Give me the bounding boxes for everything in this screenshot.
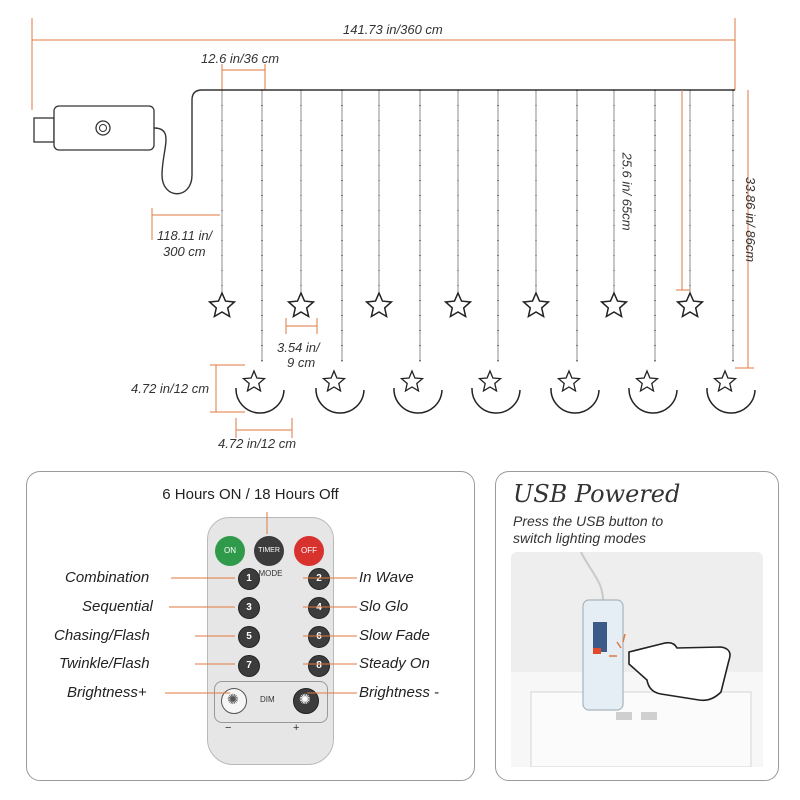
star-light-5	[521, 291, 551, 319]
short-drop-dimension	[676, 90, 690, 291]
usb-panel: USB Powered Press the USB button to swit…	[495, 471, 779, 781]
sun-icon: ✺	[227, 691, 239, 707]
mode-6-label: Slow Fade	[359, 627, 430, 644]
star-light-1	[207, 291, 237, 319]
spacing-label: 12.6 in/36 cm	[201, 51, 280, 66]
moon-star-3	[399, 369, 425, 393]
star-light-6	[599, 291, 629, 319]
moon-star-6	[634, 369, 660, 393]
mode-label: MODE	[258, 569, 283, 578]
star-light-3	[364, 291, 394, 319]
dim-control: ✺ ✺ DIM	[214, 681, 328, 723]
long-drop-dimension	[735, 90, 754, 369]
lead-length-label-2: 300 cm	[163, 244, 206, 259]
mode-button-1[interactable]: 1	[238, 568, 260, 590]
mode-3-label: Sequential	[82, 598, 153, 615]
star-size-label-2: 9 cm	[287, 355, 316, 370]
minus-label: −	[225, 722, 232, 734]
star-light-2	[286, 291, 316, 319]
brightness-up-button[interactable]: ✺	[221, 688, 247, 714]
mode-button-8[interactable]: 8	[308, 655, 330, 677]
off-button[interactable]: OFF	[294, 536, 324, 566]
usb-photo-illustration	[511, 552, 763, 767]
spacing-dimension	[221, 64, 266, 90]
star-size-dimension	[285, 318, 318, 334]
plus-label: +	[293, 722, 300, 734]
moon-light-1	[235, 387, 285, 414]
moon-star-4	[477, 369, 503, 393]
moon-light-3	[393, 387, 443, 414]
usb-line-2: switch lighting modes	[513, 530, 647, 546]
brightness-down-button[interactable]: ✺	[293, 688, 319, 714]
total-length-dimension	[31, 18, 736, 110]
moon-light-2	[315, 387, 365, 414]
moon-light-6	[628, 387, 678, 414]
mode-7-label: Twinkle/Flash	[59, 655, 150, 672]
mode-8-label: Steady On	[359, 655, 430, 672]
short-drop-label: 25.6 in/ 65cm	[619, 152, 635, 231]
star-light-7	[675, 291, 705, 319]
moon-star-1	[241, 369, 267, 393]
label-connectors	[165, 512, 357, 694]
moon-light-7	[706, 387, 756, 414]
remote-control: ON TIMER OFF MODE 12345678 ✺ ✺ DIM − +	[207, 517, 334, 765]
mode-button-5[interactable]: 5	[238, 626, 260, 648]
remote-panel: 6 Hours ON / 18 Hours Off ON TIMER OFF M…	[26, 471, 475, 781]
moon-star-7	[712, 369, 738, 393]
mode-button-3[interactable]: 3	[238, 597, 260, 619]
mode-2-label: In Wave	[359, 569, 414, 586]
star-light-4	[443, 291, 473, 319]
on-button[interactable]: ON	[215, 536, 245, 566]
mode-button-7[interactable]: 7	[238, 655, 260, 677]
usb-title: USB Powered	[513, 480, 681, 508]
curtain-light-diagram	[31, 18, 756, 438]
moon-light-5	[550, 387, 600, 414]
dim-label: DIM	[260, 695, 275, 704]
moon-height-dimension	[210, 364, 245, 413]
mode-1-label: Combination	[65, 569, 150, 586]
moon-light-4	[471, 387, 521, 414]
lead-length-label-1: 118.11 in/	[157, 228, 213, 243]
moon-star-5	[556, 369, 582, 393]
moon-star-2	[321, 369, 347, 393]
lead-length-dimension	[151, 208, 220, 240]
usb-line-1: Press the USB button to	[513, 513, 664, 529]
star-size-label-1: 3.54 in/	[277, 340, 320, 355]
mode-5-label: Chasing/Flash	[54, 627, 150, 644]
long-drop-label: 33.86 in/ 86cm	[743, 176, 759, 263]
lead-cable	[153, 89, 735, 195]
moon-width-dimension	[235, 418, 293, 438]
sun-icon: ✺	[299, 691, 311, 707]
timer-title: 6 Hours ON / 18 Hours Off	[162, 486, 339, 503]
mode-4-label: Slo Glo	[359, 598, 409, 615]
total-length-label: 141.73 in/360 cm	[343, 22, 443, 37]
brightness-plus-label: Brightness+	[67, 684, 147, 701]
usb-controller	[33, 105, 155, 151]
brightness-minus-label: Brightness -	[359, 684, 440, 701]
timer-button[interactable]: TIMER	[254, 536, 284, 566]
moon-height-label: 4.72 in/12 cm	[131, 381, 210, 396]
moon-width-label: 4.72 in/12 cm	[218, 436, 297, 451]
light-strands	[207, 90, 756, 414]
